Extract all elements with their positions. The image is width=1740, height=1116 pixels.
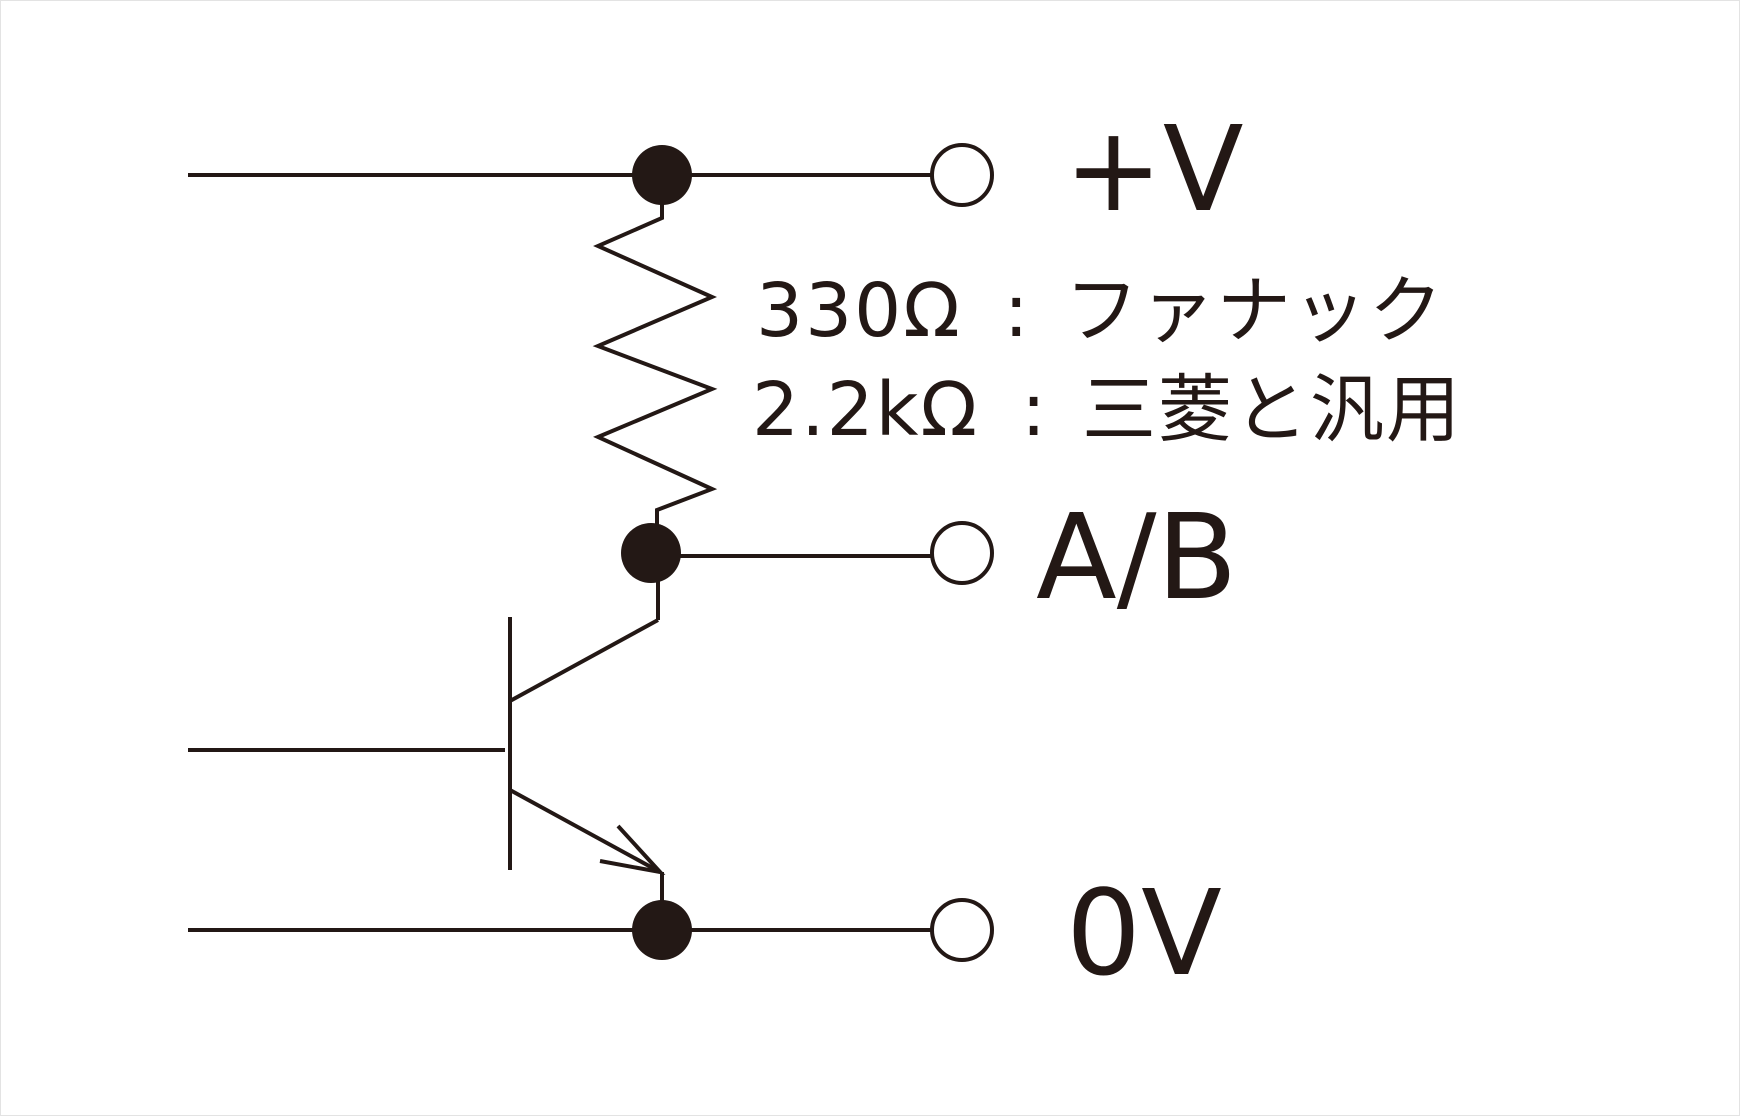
collector-arm bbox=[509, 618, 659, 703]
resistor-value-row-1: 330Ω:ファナック bbox=[756, 274, 1445, 348]
zero-v-junction-dot bbox=[632, 900, 692, 960]
zero-v-label: 0V bbox=[1066, 864, 1222, 1002]
ab-junction-dot bbox=[621, 523, 681, 583]
zero-v-terminal bbox=[930, 898, 994, 962]
separator: : bbox=[1021, 367, 1049, 453]
separator: : bbox=[1003, 268, 1031, 354]
pullup-resistor bbox=[592, 175, 718, 553]
emitter-arm bbox=[509, 788, 661, 874]
plus-v-terminal bbox=[930, 143, 994, 207]
resistor-value: 2.2kΩ bbox=[752, 367, 980, 453]
ab-label: A/B bbox=[1036, 488, 1238, 626]
maker-name: ファナック bbox=[1064, 268, 1445, 354]
resistor-value: 330Ω bbox=[756, 268, 962, 354]
plus-v-junction-dot bbox=[632, 145, 692, 205]
plus-v-label: +V bbox=[1064, 100, 1244, 238]
ab-terminal bbox=[930, 521, 994, 585]
maker-name: 三菱と汎用 bbox=[1082, 367, 1463, 453]
emitter-arrow bbox=[599, 824, 666, 876]
resistor-value-row-2: 2.2kΩ:三菱と汎用 bbox=[752, 373, 1462, 447]
